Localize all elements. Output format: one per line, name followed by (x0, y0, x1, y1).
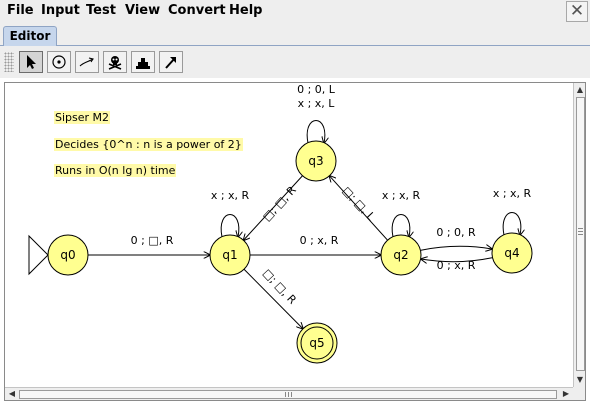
state-q3[interactable]: q3 (295, 140, 337, 182)
transition-q1-q1[interactable] (220, 214, 239, 238)
toolbar-grip[interactable] (4, 52, 14, 72)
transition-q2-q2[interactable] (391, 214, 410, 238)
state-q0[interactable]: q0 (28, 234, 89, 276)
close-icon: ✕ (569, 1, 585, 21)
transition-label[interactable]: x ; x, R (211, 189, 250, 202)
horizontal-scrollbar[interactable]: ◀ ▶ (5, 387, 573, 400)
transition-q3-q3[interactable] (306, 120, 325, 144)
pointer-tool-button[interactable] (19, 51, 43, 73)
state-label: q3 (308, 154, 323, 168)
state-circle[interactable] (47, 234, 89, 276)
close-button[interactable]: ✕ (566, 1, 588, 22)
scroll-right-icon[interactable]: ▶ (562, 389, 570, 398)
state-q4[interactable]: q4 (491, 232, 533, 274)
state-circle[interactable] (209, 234, 251, 276)
menu-convert[interactable]: Convert (168, 3, 226, 18)
stepped-blocks-icon (136, 58, 150, 69)
menu-bar: File Input Test View Convert Help ✕ (0, 0, 590, 23)
tab-strip: Editor (0, 23, 590, 46)
menu-test[interactable]: Test (86, 3, 116, 18)
transition-q3-q1[interactable] (244, 175, 303, 240)
redo-button[interactable] (159, 51, 183, 73)
state-q1[interactable]: q1 (209, 234, 251, 276)
tab-editor[interactable]: Editor (3, 26, 57, 46)
state-circle[interactable] (295, 140, 337, 182)
transition-label[interactable]: □; □, R (260, 183, 299, 223)
transition-label[interactable]: x ; x, R (382, 189, 421, 202)
transition-creator-button[interactable] (75, 51, 99, 73)
initial-state-marker (28, 234, 49, 276)
scroll-down-icon[interactable]: ▼ (576, 375, 584, 384)
transition-label[interactable]: 0 ; 0, L (297, 83, 336, 96)
state-circle[interactable] (380, 234, 422, 276)
menu-input[interactable]: Input (41, 3, 80, 18)
automaton-diagram[interactable]: 0 ; □, Rx ; x, R0 ; x, R□; □, Rx ; x, R□… (5, 83, 573, 387)
state-label: q0 (60, 248, 75, 262)
transition-q4-q4[interactable] (502, 212, 521, 236)
note-machine-name[interactable]: Sipser M2 (54, 111, 111, 124)
undo-button[interactable] (131, 51, 155, 73)
state-circle[interactable] (296, 322, 338, 364)
transition-q4-q2[interactable] (421, 258, 493, 262)
transition-label[interactable]: x ; x, R (493, 187, 532, 200)
transition-label[interactable]: 0 ; 0, R (436, 226, 476, 239)
transition-label[interactable]: □; □, R (260, 267, 299, 307)
state-circle-icon (52, 55, 66, 69)
toolbar (0, 46, 590, 78)
menu-file[interactable]: File (7, 3, 34, 18)
transition-arrow-icon (79, 57, 94, 67)
state-label: q4 (504, 246, 519, 260)
vertical-scroll-thumb[interactable] (576, 97, 585, 371)
transition-label[interactable]: □; □, L (340, 184, 378, 224)
state-label: q1 (222, 248, 237, 262)
transition-q1-q5[interactable] (243, 268, 303, 329)
transition-q2-q4[interactable] (420, 246, 492, 250)
skull-crossbones-icon (108, 56, 122, 70)
menu-help[interactable]: Help (229, 3, 263, 18)
transition-label[interactable]: x ; x, L (298, 97, 336, 110)
final-state-ring (300, 326, 334, 360)
transition-label[interactable]: 0 ; x, R (300, 234, 339, 247)
note-complexity[interactable]: Runs in O(n lg n) time (54, 164, 177, 177)
transition-label[interactable]: 0 ; x, R (437, 259, 476, 272)
transition-label[interactable]: 0 ; □, R (131, 234, 174, 247)
state-q5[interactable]: q5 (296, 322, 338, 364)
transition-q2-q3[interactable] (329, 176, 388, 241)
deleter-button[interactable] (103, 51, 127, 73)
scroll-up-icon[interactable]: ▲ (576, 85, 584, 94)
state-label: q5 (309, 336, 324, 350)
state-circle[interactable] (491, 232, 533, 274)
note-language[interactable]: Decides {0^n : n is a power of 2} (54, 138, 243, 151)
vertical-scrollbar[interactable]: ▲ ▼ (573, 83, 585, 387)
state-creator-button[interactable] (47, 51, 71, 73)
scroll-left-icon[interactable]: ◀ (8, 389, 16, 398)
menu-view[interactable]: View (125, 3, 161, 18)
arrow-up-right-icon (165, 57, 176, 69)
state-label: q2 (393, 248, 408, 262)
horizontal-scroll-thumb[interactable] (19, 390, 557, 399)
scroll-corner (573, 387, 585, 400)
state-q2[interactable]: q2 (380, 234, 422, 276)
arrow-cursor-icon (27, 55, 36, 69)
